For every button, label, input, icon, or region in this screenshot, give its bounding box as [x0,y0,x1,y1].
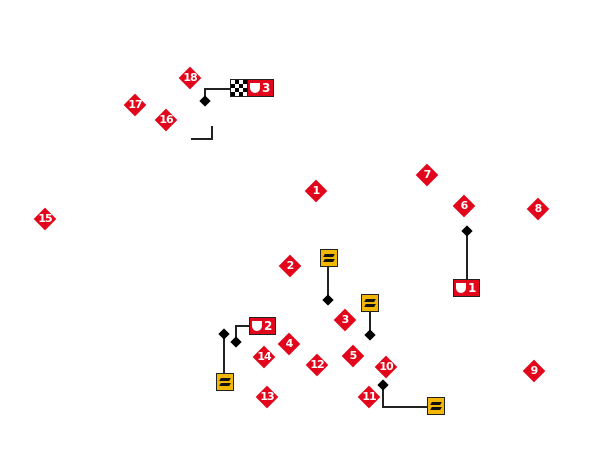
turn-marker: 8 [527,198,549,220]
turn-number: 13 [260,390,274,403]
sector-1-badge: 1 [453,279,481,297]
turn-number: 12 [310,358,324,371]
stopwatch-icon [250,83,260,93]
turn-number: 1 [312,184,321,197]
turn-marker: 10 [375,356,397,378]
turn-marker: 18 [179,67,201,89]
turn-number: 16 [159,113,173,126]
sector-3-badge: 3 [230,79,275,97]
turn-number: 7 [423,168,432,181]
turn-number: 8 [534,202,543,215]
sector-point-icon [461,225,473,237]
turn-number: 2 [286,259,295,272]
turn-marker: 9 [523,360,545,382]
turn-marker: 17 [124,94,146,116]
connector-line [369,303,371,335]
connector-line [466,231,468,279]
turn-marker: 15 [34,208,56,230]
turn-number: 9 [530,364,539,377]
turn-marker: 11 [358,386,380,408]
turn-number: 17 [128,98,142,111]
connector-line [204,88,206,101]
pit-line [191,138,213,140]
turn-number: 6 [460,199,469,212]
turn-marker: 12 [306,354,328,376]
drs-zone-icon [216,373,234,391]
connector-line [382,406,427,408]
turn-marker: 1 [305,180,327,202]
sector-2-badge: 2 [249,317,277,335]
pit-line [211,126,213,139]
connector-line [235,325,237,342]
drs-point-icon [364,329,376,341]
turn-marker: 13 [256,386,278,408]
drs-zone-icon [361,294,379,312]
finish-line-point-icon [199,95,211,107]
connector-line [204,88,231,90]
turn-marker: 2 [279,255,301,277]
turn-number: 5 [349,349,358,362]
sector-point-icon [230,336,242,348]
turn-number: 11 [362,390,376,403]
sector-label: 3 [262,81,271,95]
turn-marker: 6 [453,195,475,217]
turn-number: 18 [183,71,197,84]
connector-line [223,334,225,382]
drs-zone-icon [320,249,338,267]
drs-zone-icon [427,397,445,415]
stopwatch-icon [456,283,466,293]
turn-number: 14 [257,350,271,363]
checkered-flag-icon [231,80,248,96]
connector-line [382,385,384,407]
turn-number: 3 [341,313,350,326]
turn-number: 10 [379,360,393,373]
connector-line [235,325,249,327]
sector-label: 2 [264,319,273,333]
connector-line [327,258,329,300]
turn-number: 15 [38,212,52,225]
sector-label: 1 [468,281,477,295]
turn-marker: 3 [334,309,356,331]
turn-marker: 7 [416,164,438,186]
turn-number: 4 [285,337,294,350]
drs-point-icon [322,294,334,306]
turn-marker: 5 [342,345,364,367]
stopwatch-icon [252,321,262,331]
turn-marker: 16 [155,109,177,131]
drs-point-icon [218,328,230,340]
turn-marker: 14 [253,346,275,368]
turn-marker: 4 [278,333,300,355]
